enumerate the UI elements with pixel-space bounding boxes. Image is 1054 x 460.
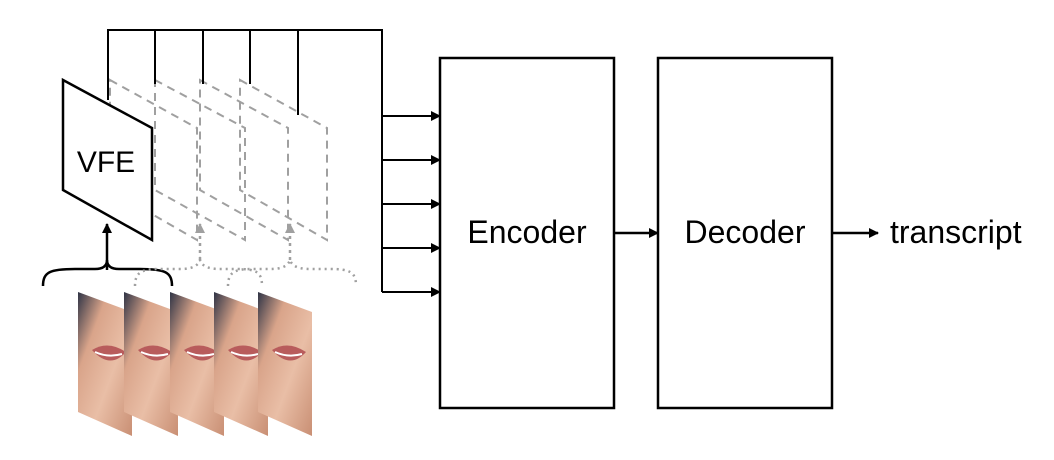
encoder-input-arrows — [382, 111, 441, 297]
vfe-block: VFE — [61, 77, 154, 243]
mouth-frame-4 — [214, 292, 268, 436]
vfe-label: VFE — [77, 146, 135, 179]
vfe-ghost-3 — [199, 78, 289, 242]
mouth-frames — [78, 292, 312, 436]
mouth-frame-5 — [258, 292, 312, 436]
decoder-label: Decoder — [685, 214, 806, 250]
decoder-block: Decoder — [656, 56, 834, 410]
encoder-block: Encoder — [438, 56, 616, 410]
vfe-ghost-copies — [109, 78, 328, 242]
mouth-frame-1 — [78, 292, 132, 436]
vfe-ghost-4 — [239, 78, 328, 242]
transcript-label: transcript — [890, 214, 1022, 250]
vfe-ghost-2 — [154, 78, 246, 242]
mouth-frame-3 — [170, 292, 224, 436]
mouth-frame-2 — [124, 292, 178, 436]
sliding-window-braces — [133, 223, 358, 287]
input-window-brace — [41, 259, 174, 287]
encoder-label: Encoder — [467, 214, 587, 250]
vfe-ghost-1 — [109, 78, 198, 242]
